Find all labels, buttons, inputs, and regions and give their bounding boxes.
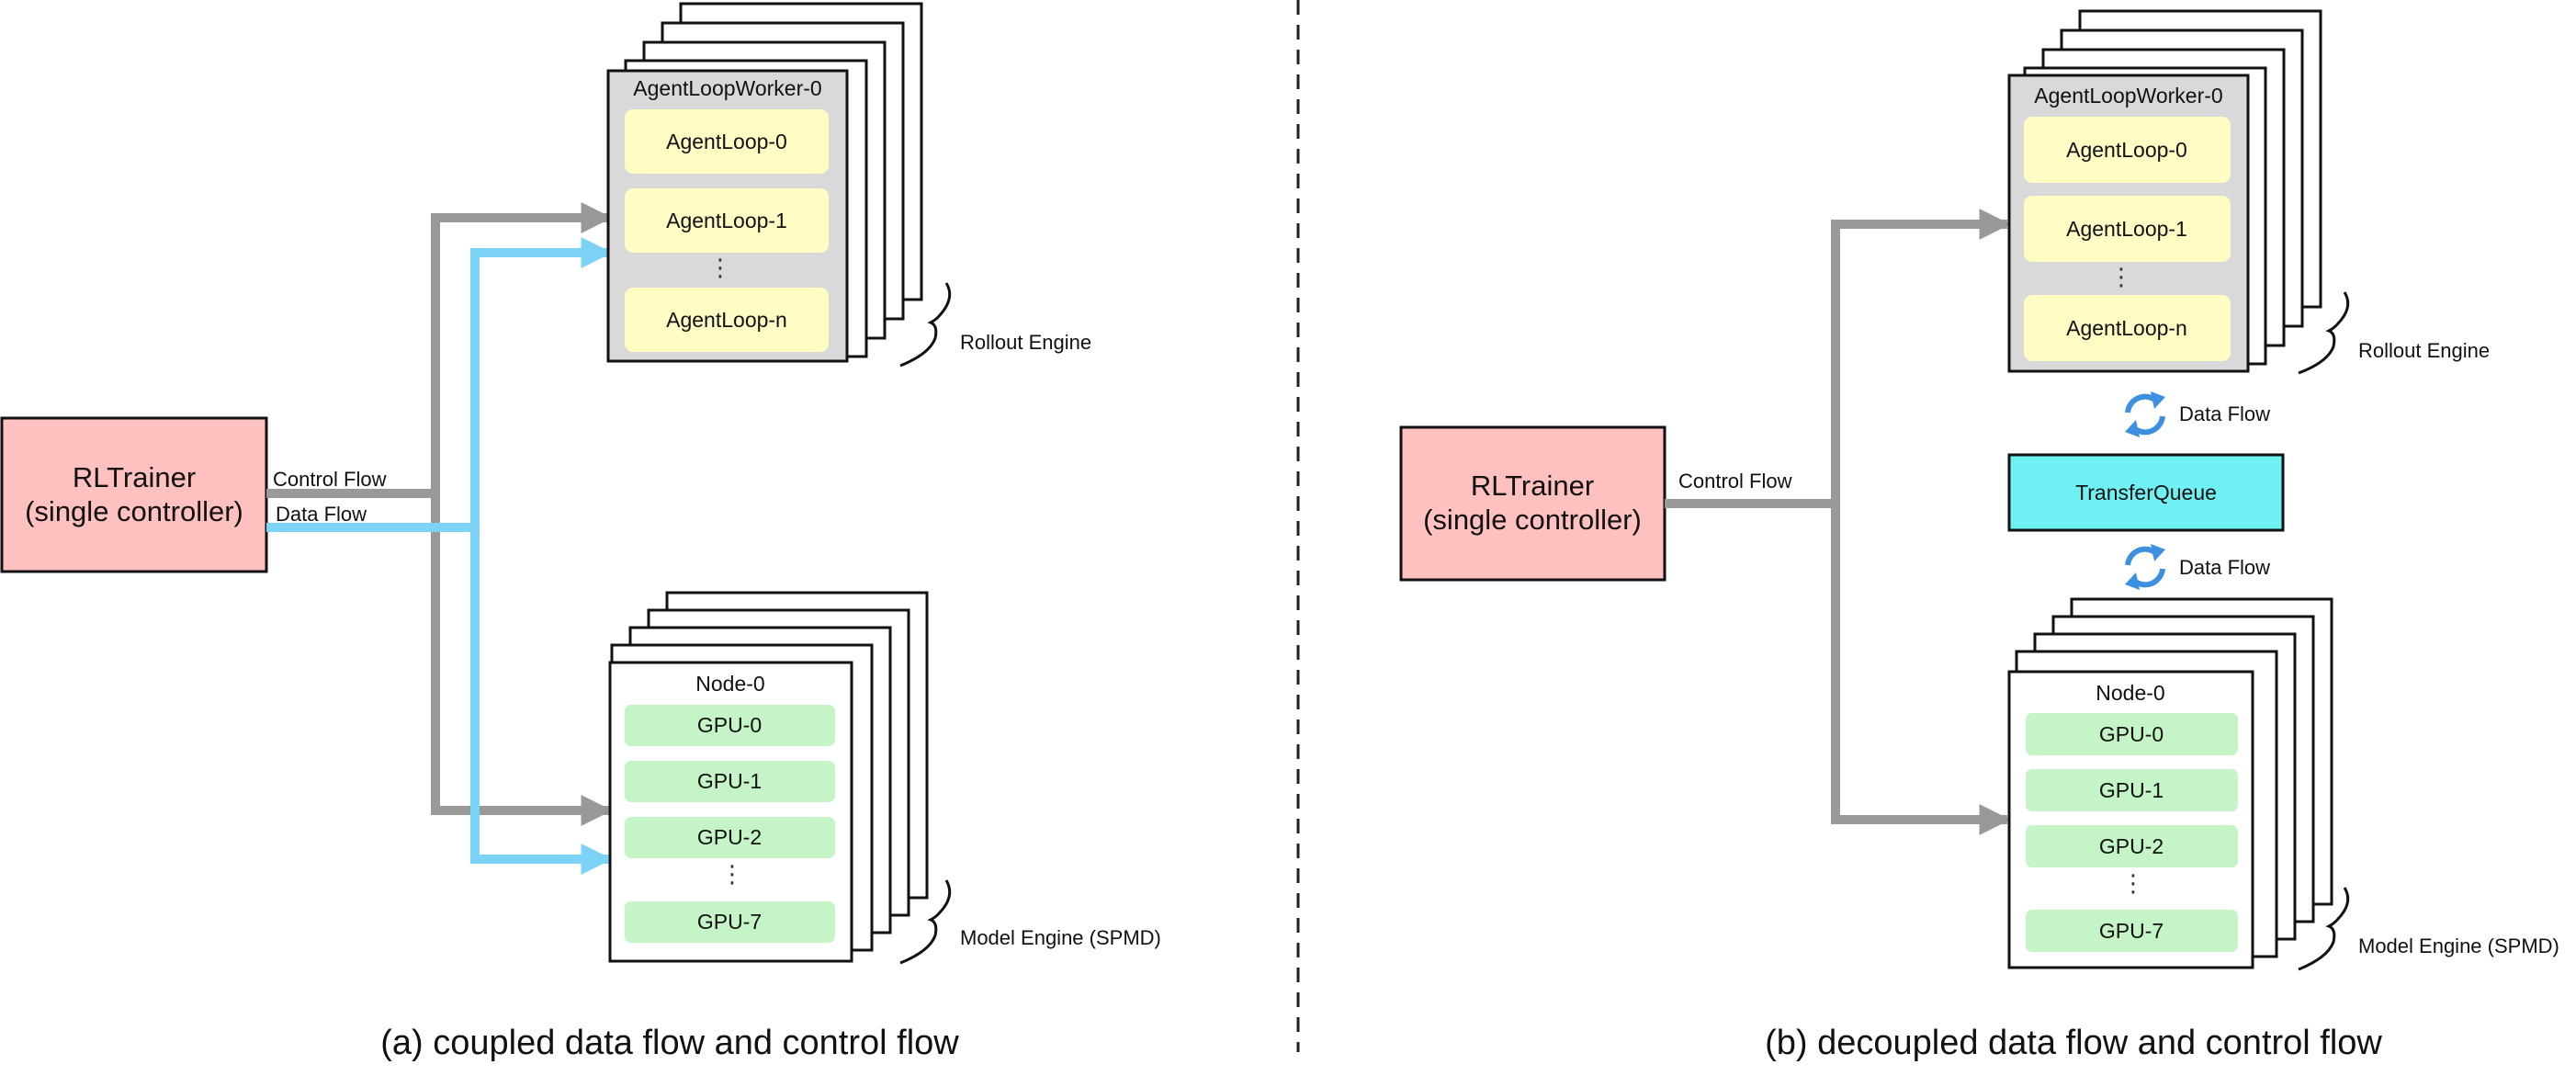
- control-flow-label: Control Flow: [1678, 470, 1792, 493]
- trainer-subtitle: (single controller): [25, 495, 243, 527]
- agentloop-1-box: [2024, 196, 2231, 262]
- transfer-queue-label: TransferQueue: [2075, 481, 2217, 504]
- worker-title: AgentLoopWorker-0: [633, 76, 821, 100]
- agentloop-n-box: [2024, 295, 2231, 361]
- control-flow-arrows: [1665, 208, 2011, 836]
- gpu-2-label: GPU-2: [697, 825, 762, 849]
- node-title: Node-0: [2096, 681, 2164, 705]
- control-flow-label: Control Flow: [273, 468, 387, 491]
- ellipsis: ⋮: [2109, 263, 2133, 290]
- agentloop-1-box: [625, 188, 829, 253]
- agentloop-1-label: AgentLoop-1: [2066, 217, 2187, 241]
- data-flow-arrows: [266, 236, 613, 876]
- caption-a: (a) coupled data flow and control flow: [380, 1024, 959, 1062]
- ellipsis: ⋮: [2121, 869, 2145, 897]
- panel-b: RLTrainer (single controller) Control Fl…: [1399, 9, 2559, 1062]
- ellipsis: ⋮: [720, 860, 744, 888]
- data-flow-label: Data Flow: [276, 503, 367, 526]
- caption-b: (b) decoupled data flow and control flow: [1765, 1024, 2382, 1062]
- trainer-title: RLTrainer: [1471, 470, 1594, 502]
- agentloop-0-box: [625, 109, 829, 174]
- rltrainer-box: RLTrainer (single controller): [1399, 425, 1666, 582]
- panel-a: RLTrainer (single controller) Control Fl…: [0, 2, 1161, 1062]
- gpu-0-box: [2026, 713, 2238, 755]
- agentloop-n-label: AgentLoop-n: [666, 308, 787, 332]
- rltrainer-box: RLTrainer (single controller): [0, 416, 268, 573]
- data-flow-top-label: Data Flow: [2179, 402, 2270, 425]
- gpu-2-label: GPU-2: [2099, 834, 2164, 858]
- model-engine-label: Model Engine (SPMD): [2358, 934, 2559, 957]
- model-engine-label: Model Engine (SPMD): [960, 926, 1161, 949]
- trainer-title: RLTrainer: [73, 461, 196, 493]
- data-flow-bottom-label: Data Flow: [2179, 556, 2270, 579]
- agentloop-n-label: AgentLoop-n: [2066, 316, 2187, 340]
- model-engine-stack: Node-0 GPU-0 GPU-1 GPU-2 ⋮ GPU-7: [2007, 597, 2333, 969]
- trainer-subtitle: (single controller): [1423, 504, 1642, 536]
- gpu-1-label: GPU-1: [2099, 778, 2164, 802]
- model-brace: [899, 879, 952, 965]
- gpu-0-label: GPU-0: [697, 713, 762, 737]
- gpu-1-label: GPU-1: [697, 769, 762, 793]
- transfer-queue-box: TransferQueue: [2007, 453, 2285, 532]
- gpu-1-box: [2026, 769, 2238, 811]
- rollout-engine-stack: AgentLoopWorker-0 AgentLoop-0 AgentLoop-…: [606, 2, 923, 363]
- agentloop-0-label: AgentLoop-0: [2066, 138, 2187, 162]
- rollout-engine-stack: AgentLoopWorker-0 AgentLoop-0 AgentLoop-…: [2007, 9, 2322, 373]
- ellipsis: ⋮: [708, 254, 732, 281]
- rollout-engine-label: Rollout Engine: [2358, 339, 2490, 362]
- refresh-icon: [2125, 544, 2165, 590]
- agentloop-0-box: [2024, 117, 2231, 183]
- gpu-7-box: [2026, 910, 2238, 952]
- gpu-0-label: GPU-0: [2099, 722, 2164, 746]
- agentloop-1-label: AgentLoop-1: [666, 209, 787, 232]
- model-engine-stack: Node-0 GPU-0 GPU-1 GPU-2 ⋮ GPU-7: [608, 591, 929, 963]
- gpu-2-box: [625, 817, 835, 858]
- agentloop-0-label: AgentLoop-0: [666, 130, 787, 153]
- gpu-0-box: [625, 705, 835, 746]
- rollout-engine-label: Rollout Engine: [960, 331, 1091, 354]
- node-title: Node-0: [695, 672, 764, 696]
- model-brace: [2298, 887, 2350, 971]
- control-flow-arrows: [266, 201, 613, 827]
- refresh-icon: [2125, 391, 2165, 437]
- gpu-7-box: [625, 901, 835, 943]
- gpu-7-label: GPU-7: [697, 910, 762, 934]
- gpu-1-box: [625, 761, 835, 802]
- gpu-2-box: [2026, 825, 2238, 867]
- agentloop-n-box: [625, 288, 829, 352]
- rollout-brace: [2298, 291, 2350, 375]
- worker-title: AgentLoopWorker-0: [2034, 84, 2222, 108]
- gpu-7-label: GPU-7: [2099, 919, 2164, 943]
- rollout-brace: [899, 282, 952, 368]
